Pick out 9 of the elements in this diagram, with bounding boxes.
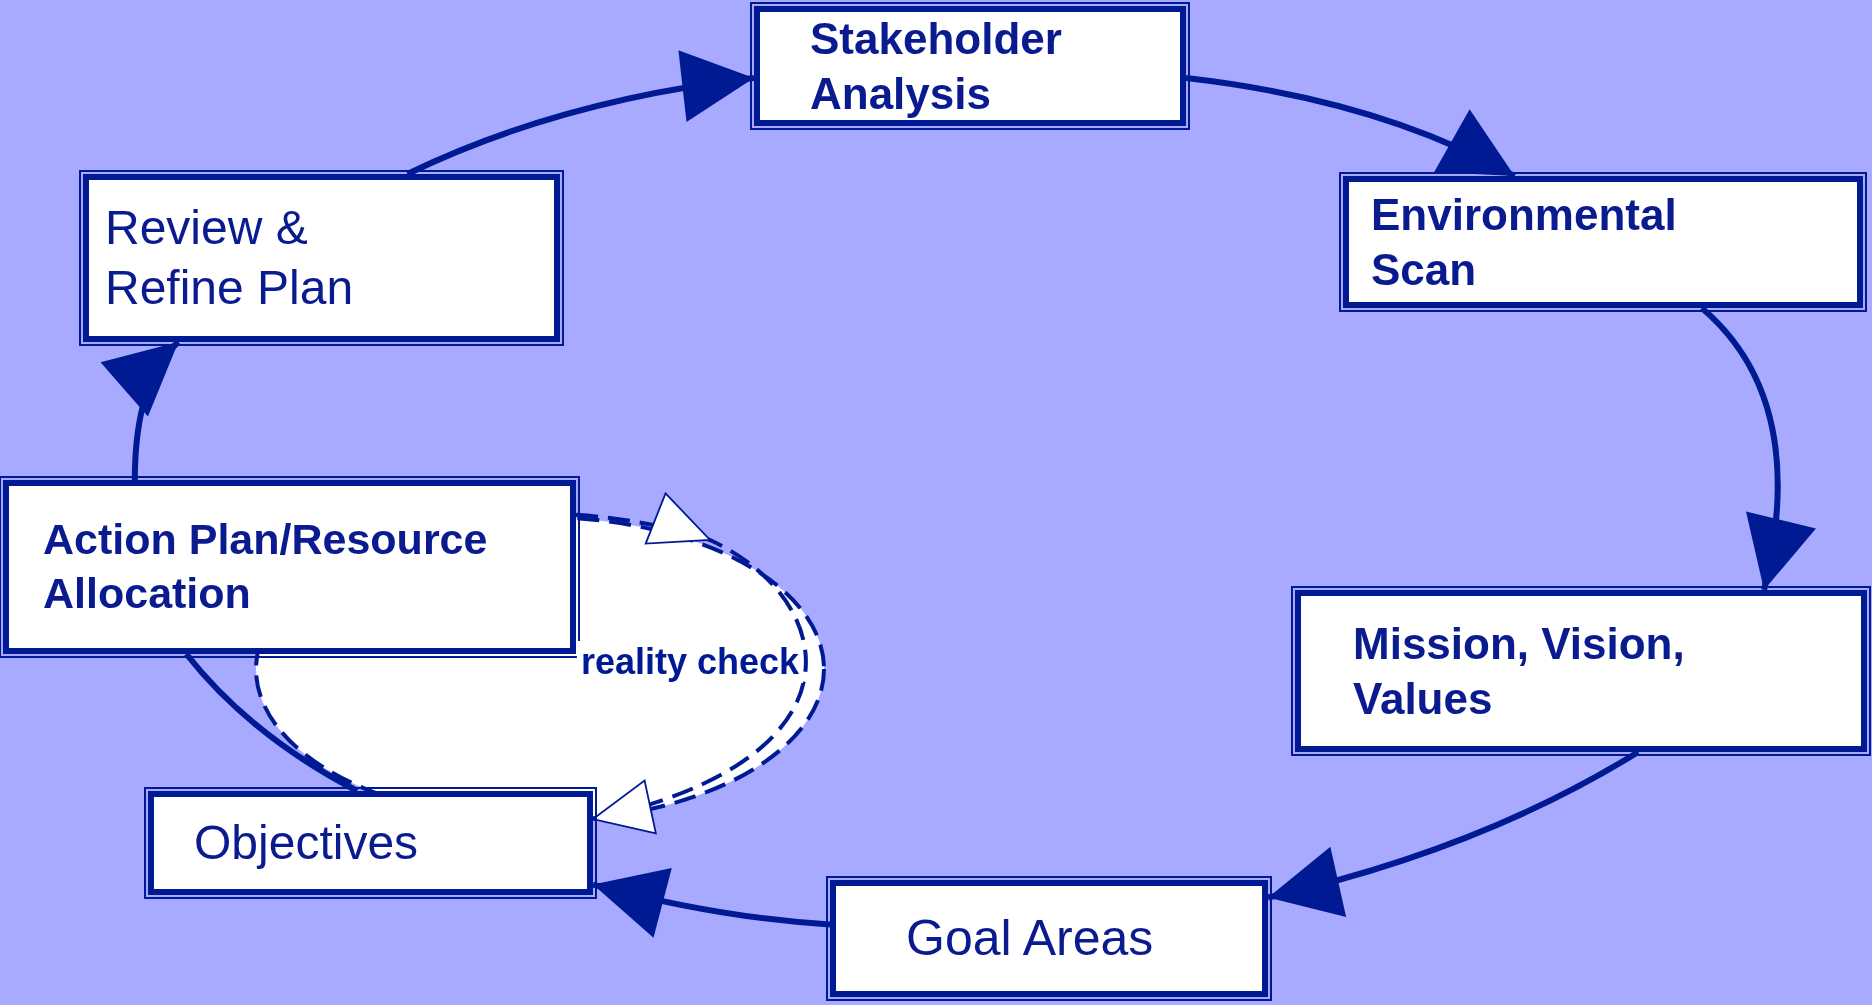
box-label: Review & Refine Plan [105, 200, 355, 316]
box-label: Goal Areas [906, 909, 1155, 969]
box-label: Objectives [194, 815, 420, 871]
box-label: Stakeholder Analysis [810, 13, 1063, 120]
arrow [592, 867, 831, 938]
box-label: Mission, Vision, Values [1353, 618, 1686, 725]
box-label: Action Plan/Resource Allocation [43, 514, 489, 619]
box-label: Environmental Scan [1371, 189, 1678, 296]
arrow [406, 51, 755, 177]
